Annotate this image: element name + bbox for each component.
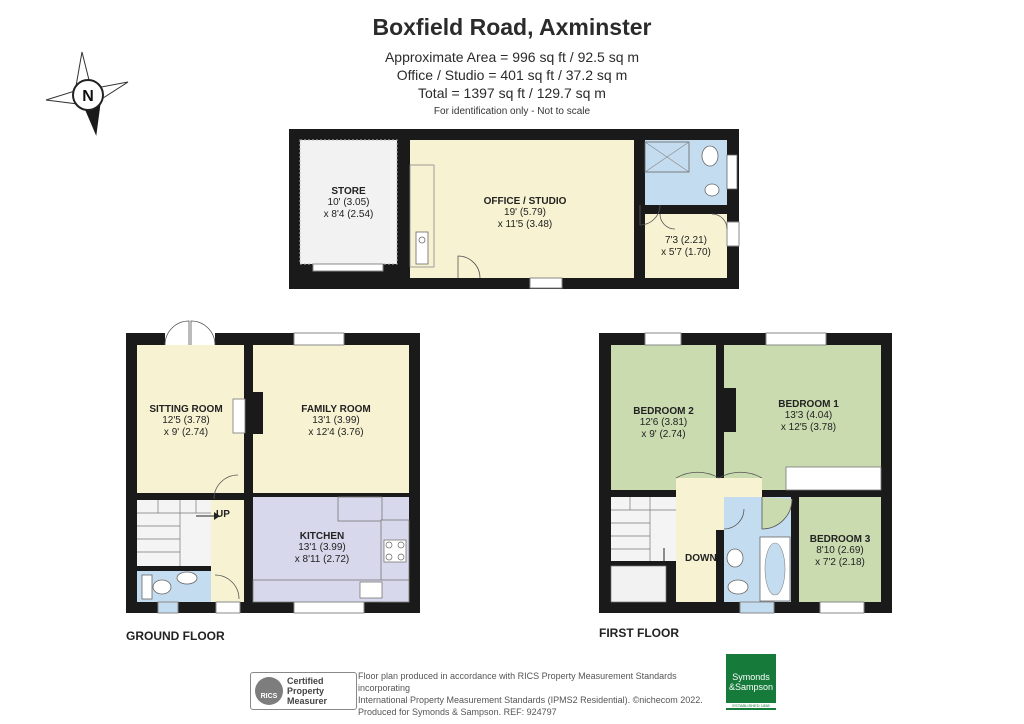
- store-name: STORE: [331, 186, 366, 197]
- family-room-name: FAMILY ROOM: [301, 404, 371, 415]
- kitchen-name: KITCHEN: [299, 531, 345, 542]
- lobby-room: [645, 214, 727, 278]
- compass-icon: [45, 51, 129, 136]
- family-room-dim1: 13'1 (3.99): [312, 415, 360, 426]
- ground-floor-label: GROUND FLOOR: [126, 629, 225, 643]
- bedroom1-dim1: 13'3 (4.04): [784, 410, 833, 421]
- first-floor-stairs: [611, 497, 676, 561]
- kitchen-label: KITCHEN 13'1 (3.99) x 8'11 (2.72): [263, 531, 381, 566]
- store-room: [299, 139, 398, 265]
- sitting-room-dim2: x 9' (2.74): [163, 427, 209, 438]
- family-room: [253, 345, 409, 493]
- agent-logo-established: ESTABLISHED 1858: [726, 703, 776, 708]
- footer-line3: Produced for Symonds & Sampson. REF: 924…: [358, 707, 557, 717]
- bedroom3-dim2: x 7'2 (2.18): [815, 557, 865, 568]
- first-floor-label: FIRST FLOOR: [599, 626, 679, 640]
- bedroom3-dim1: 8'10 (2.69): [816, 545, 864, 556]
- lobby-dim2: x 5'7 (1.70): [661, 247, 711, 258]
- office-dim2: x 11'5 (3.48): [497, 219, 553, 230]
- bedroom2-name: BEDROOM 2: [633, 406, 694, 417]
- lobby-label: 7'3 (2.21) x 5'7 (1.70): [645, 235, 727, 259]
- agent-logo-line1: Symonds: [732, 672, 770, 682]
- footer-line2: International Property Measurement Stand…: [358, 695, 703, 705]
- bedroom2-dim2: x 9' (2.74): [641, 429, 686, 440]
- store-dim1: 10' (3.05): [327, 197, 370, 208]
- kitchen-dim2: x 8'11 (2.72): [294, 554, 350, 565]
- store-dim2: x 8'4 (2.54): [323, 209, 374, 220]
- lobby-dim1: 7'3 (2.21): [665, 235, 707, 246]
- compass-label: N: [82, 88, 94, 105]
- stairs-up-label: UP: [216, 509, 230, 520]
- bedroom1-label: BEDROOM 1 13'3 (4.04) x 12'5 (3.78): [736, 399, 881, 434]
- bedroom-3: [799, 497, 881, 602]
- footer-line1: Floor plan produced in accordance with R…: [358, 671, 677, 693]
- kitchen-dim1: 13'1 (3.99): [298, 542, 346, 553]
- bedroom1-dim2: x 12'5 (3.78): [780, 422, 837, 433]
- bedroom2-dim1: 12'6 (3.81): [639, 417, 688, 428]
- sitting-room: [137, 345, 244, 493]
- office-dim1: 19' (5.79): [504, 207, 546, 218]
- bedroom-1: [724, 345, 881, 490]
- sitting-room-label: SITTING ROOM 12'5 (3.78) x 9' (2.74): [137, 404, 235, 439]
- area-total: Total = 1397 sq ft / 129.7 sq m: [418, 85, 606, 101]
- agent-logo: Symonds &Sampson ESTABLISHED 1858: [726, 654, 776, 710]
- sitting-room-name: SITTING ROOM: [149, 404, 223, 415]
- bedroom1-name: BEDROOM 1: [778, 399, 839, 410]
- store-label: STORE 10' (3.05) x 8'4 (2.54): [300, 186, 397, 221]
- bedroom3-label: BEDROOM 3 8'10 (2.69) x 7'2 (2.18): [799, 534, 881, 569]
- scale-note: For identification only - Not to scale: [433, 106, 591, 117]
- ground-floor-plan: [126, 320, 420, 614]
- outbuilding-plan: [289, 129, 740, 289]
- family-room-label: FAMILY ROOM 13'1 (3.99) x 12'4 (3.76): [263, 404, 409, 439]
- bedroom2-label: BEDROOM 2 12'6 (3.81) x 9' (2.74): [611, 406, 716, 441]
- rics-badge-text: Certified Property Measurer: [287, 676, 327, 706]
- page-title: Boxfield Road, Axminster: [372, 14, 652, 40]
- stairs-down-label: DOWN: [685, 553, 717, 564]
- rics-badge-line2: Property: [287, 686, 325, 696]
- footer-disclaimer: Floor plan produced in accordance with R…: [358, 670, 723, 718]
- rics-logo-icon: RICS: [255, 677, 283, 705]
- agent-logo-line2: &Sampson: [728, 682, 774, 692]
- ground-stairs: [137, 500, 211, 566]
- area-office: Office / Studio = 401 sq ft / 37.2 sq m: [396, 67, 628, 83]
- area-approx: Approximate Area = 996 sq ft / 92.5 sq m: [384, 49, 640, 65]
- office-label: OFFICE / STUDIO 19' (5.79) x 11'5 (3.48): [440, 196, 610, 231]
- family-room-dim2: x 12'4 (3.76): [308, 427, 364, 438]
- bedroom3-name: BEDROOM 3: [809, 534, 871, 545]
- office-name: OFFICE / STUDIO: [483, 196, 567, 207]
- rics-certified-badge: RICS Certified Property Measurer: [250, 672, 357, 710]
- sitting-room-dim1: 12'5 (3.78): [162, 415, 210, 426]
- rics-badge-line1: Certified: [287, 676, 324, 686]
- bedroom-2: [611, 345, 716, 490]
- first-floor-plan: [599, 332, 892, 614]
- rics-badge-line3: Measurer: [287, 696, 328, 706]
- office-room: [410, 140, 634, 278]
